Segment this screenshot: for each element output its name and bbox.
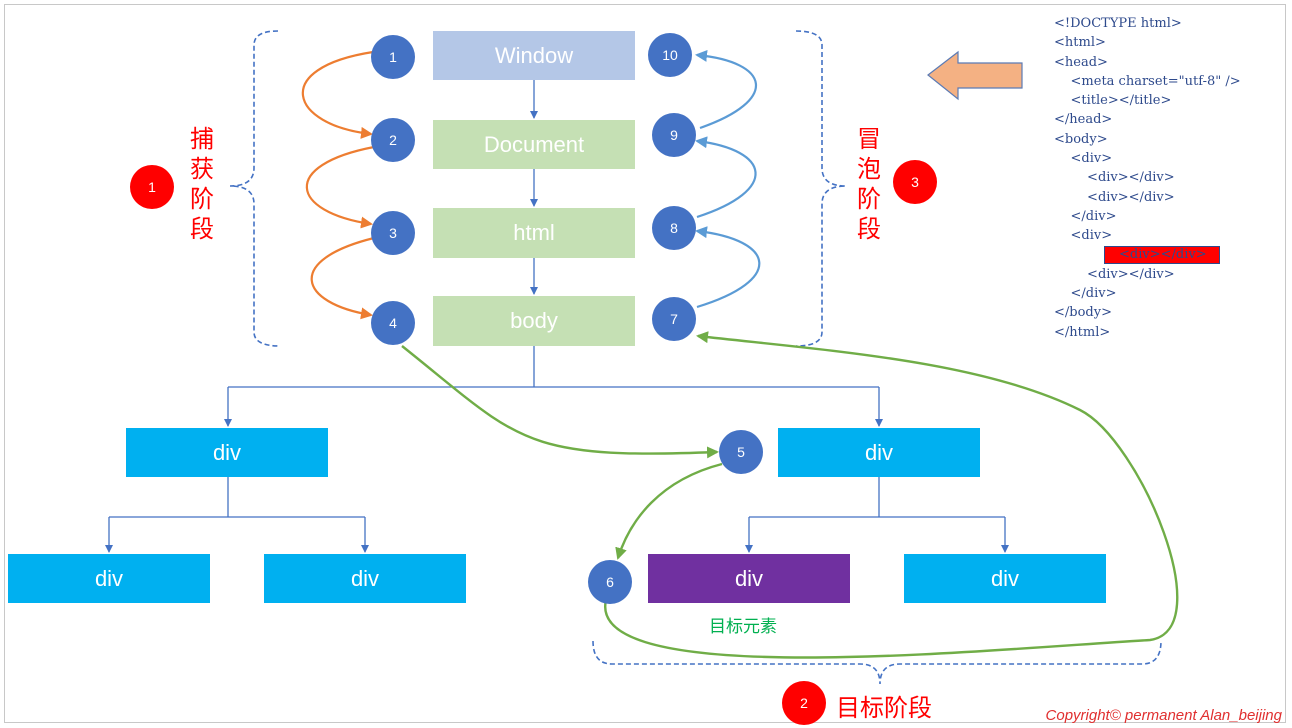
step-10-circle: 10 bbox=[648, 33, 692, 77]
step-1-circle: 1 bbox=[371, 35, 415, 79]
html-code-listing: <!DOCTYPE html> <html> <head> <meta char… bbox=[1054, 14, 1241, 342]
code-line: <!DOCTYPE html> bbox=[1054, 16, 1182, 31]
step-7-circle: 7 bbox=[652, 297, 696, 341]
code-pointer-arrow bbox=[927, 50, 1023, 101]
capture-arrows bbox=[301, 50, 375, 320]
step-8-circle: 8 bbox=[652, 206, 696, 250]
step-4-circle: 4 bbox=[371, 301, 415, 345]
bubble-brace bbox=[795, 30, 847, 347]
code-line: <html> bbox=[1054, 35, 1106, 51]
div-left-child-1: div bbox=[8, 554, 210, 603]
code-line: <div></div> bbox=[1054, 189, 1175, 205]
code-line: <div></div> bbox=[1054, 170, 1175, 186]
code-line: <title></title> bbox=[1054, 93, 1172, 109]
div-right-child-2: div bbox=[904, 554, 1106, 603]
step-2-circle: 2 bbox=[371, 118, 415, 162]
bubble-phase-label: 冒泡阶段 bbox=[857, 125, 881, 243]
code-line: </html> bbox=[1054, 324, 1111, 340]
slide-frame bbox=[4, 4, 1286, 723]
html-node: html bbox=[433, 208, 635, 258]
code-line: <meta charset="utf-8" /> bbox=[1054, 73, 1241, 89]
target-arrows bbox=[401, 331, 1179, 659]
capture-phase-label: 捕获阶段 bbox=[190, 125, 214, 243]
step-6-circle: 6 bbox=[588, 560, 632, 604]
step-9-circle: 9 bbox=[652, 113, 696, 157]
div-left-child-2: div bbox=[264, 554, 466, 603]
code-line: <body> bbox=[1054, 131, 1108, 147]
target-phase-number: 2 bbox=[782, 681, 826, 725]
document-node: Document bbox=[433, 120, 635, 169]
step-5-circle: 5 bbox=[719, 430, 763, 474]
bubble-phase-number: 3 bbox=[893, 160, 937, 204]
code-line: </head> bbox=[1054, 112, 1113, 128]
capture-phase-number: 1 bbox=[130, 165, 174, 209]
target-brace bbox=[592, 640, 1162, 685]
copyright-text: Copyright© permanent Alan_beijing bbox=[1045, 707, 1282, 724]
step-3-circle: 3 bbox=[371, 211, 415, 255]
phase-braces bbox=[229, 30, 1162, 685]
target-element-label: 目标元素 bbox=[709, 617, 777, 637]
target-div-node: div bbox=[648, 554, 850, 603]
code-line: <div> bbox=[1054, 228, 1113, 244]
div-left-node: div bbox=[126, 428, 328, 477]
code-line: <div></div> bbox=[1054, 266, 1175, 282]
target-phase-label: 目标阶段 bbox=[836, 694, 932, 722]
div-right-node: div bbox=[778, 428, 980, 477]
tree-connectors bbox=[105, 80, 1009, 553]
body-node: body bbox=[433, 296, 635, 346]
highlighted-code-line: <div></div> bbox=[1104, 245, 1220, 264]
code-line: <head> bbox=[1054, 54, 1108, 70]
code-line: <div> bbox=[1054, 151, 1113, 167]
capture-brace bbox=[229, 30, 281, 347]
window-node: Window bbox=[433, 31, 635, 80]
code-line: </div> bbox=[1054, 286, 1117, 302]
bubble-arrows bbox=[695, 49, 761, 309]
code-line: </body> bbox=[1054, 305, 1112, 321]
code-line: </div> bbox=[1054, 208, 1117, 224]
